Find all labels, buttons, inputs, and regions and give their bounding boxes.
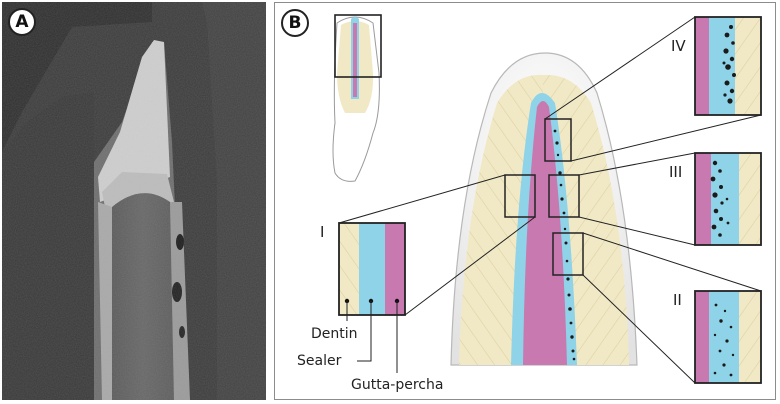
layer-label-gutta-percha: Gutta-percha	[351, 377, 443, 393]
tooth-thumbnail	[332, 14, 382, 182]
inset-iii	[694, 152, 762, 246]
root-canal-diagram	[450, 52, 638, 366]
region-label-iv: IV	[671, 37, 686, 55]
layer-label-dentin: Dentin	[311, 326, 358, 342]
inset-ii	[694, 290, 762, 384]
void-dots	[553, 129, 576, 361]
schematic-panel: I IV III II Dentin Sealer Gutta-percha B	[274, 2, 776, 400]
connector-lines	[338, 16, 762, 384]
zoom-box-i	[504, 174, 536, 218]
panel-a-label: A	[8, 8, 36, 36]
gutta-percha-layer	[523, 101, 567, 365]
micro-ct-image	[2, 2, 266, 400]
zoom-box-iv	[544, 118, 572, 162]
region-label-ii: II	[673, 291, 682, 309]
thumbnail-zoom-box	[334, 14, 382, 78]
micro-ct-panel: A	[2, 2, 266, 400]
region-label-iii: III	[669, 163, 682, 181]
zoom-box-ii	[552, 232, 584, 276]
zoom-box-iii	[548, 174, 580, 218]
region-label-i: I	[320, 223, 324, 241]
inset-i	[338, 222, 406, 373]
layer-label-sealer: Sealer	[297, 353, 342, 369]
panel-b-label: B	[281, 9, 309, 37]
schematic-diagram: I IV III II Dentin Sealer Gutta-percha	[297, 14, 762, 393]
inset-iv	[694, 16, 762, 116]
